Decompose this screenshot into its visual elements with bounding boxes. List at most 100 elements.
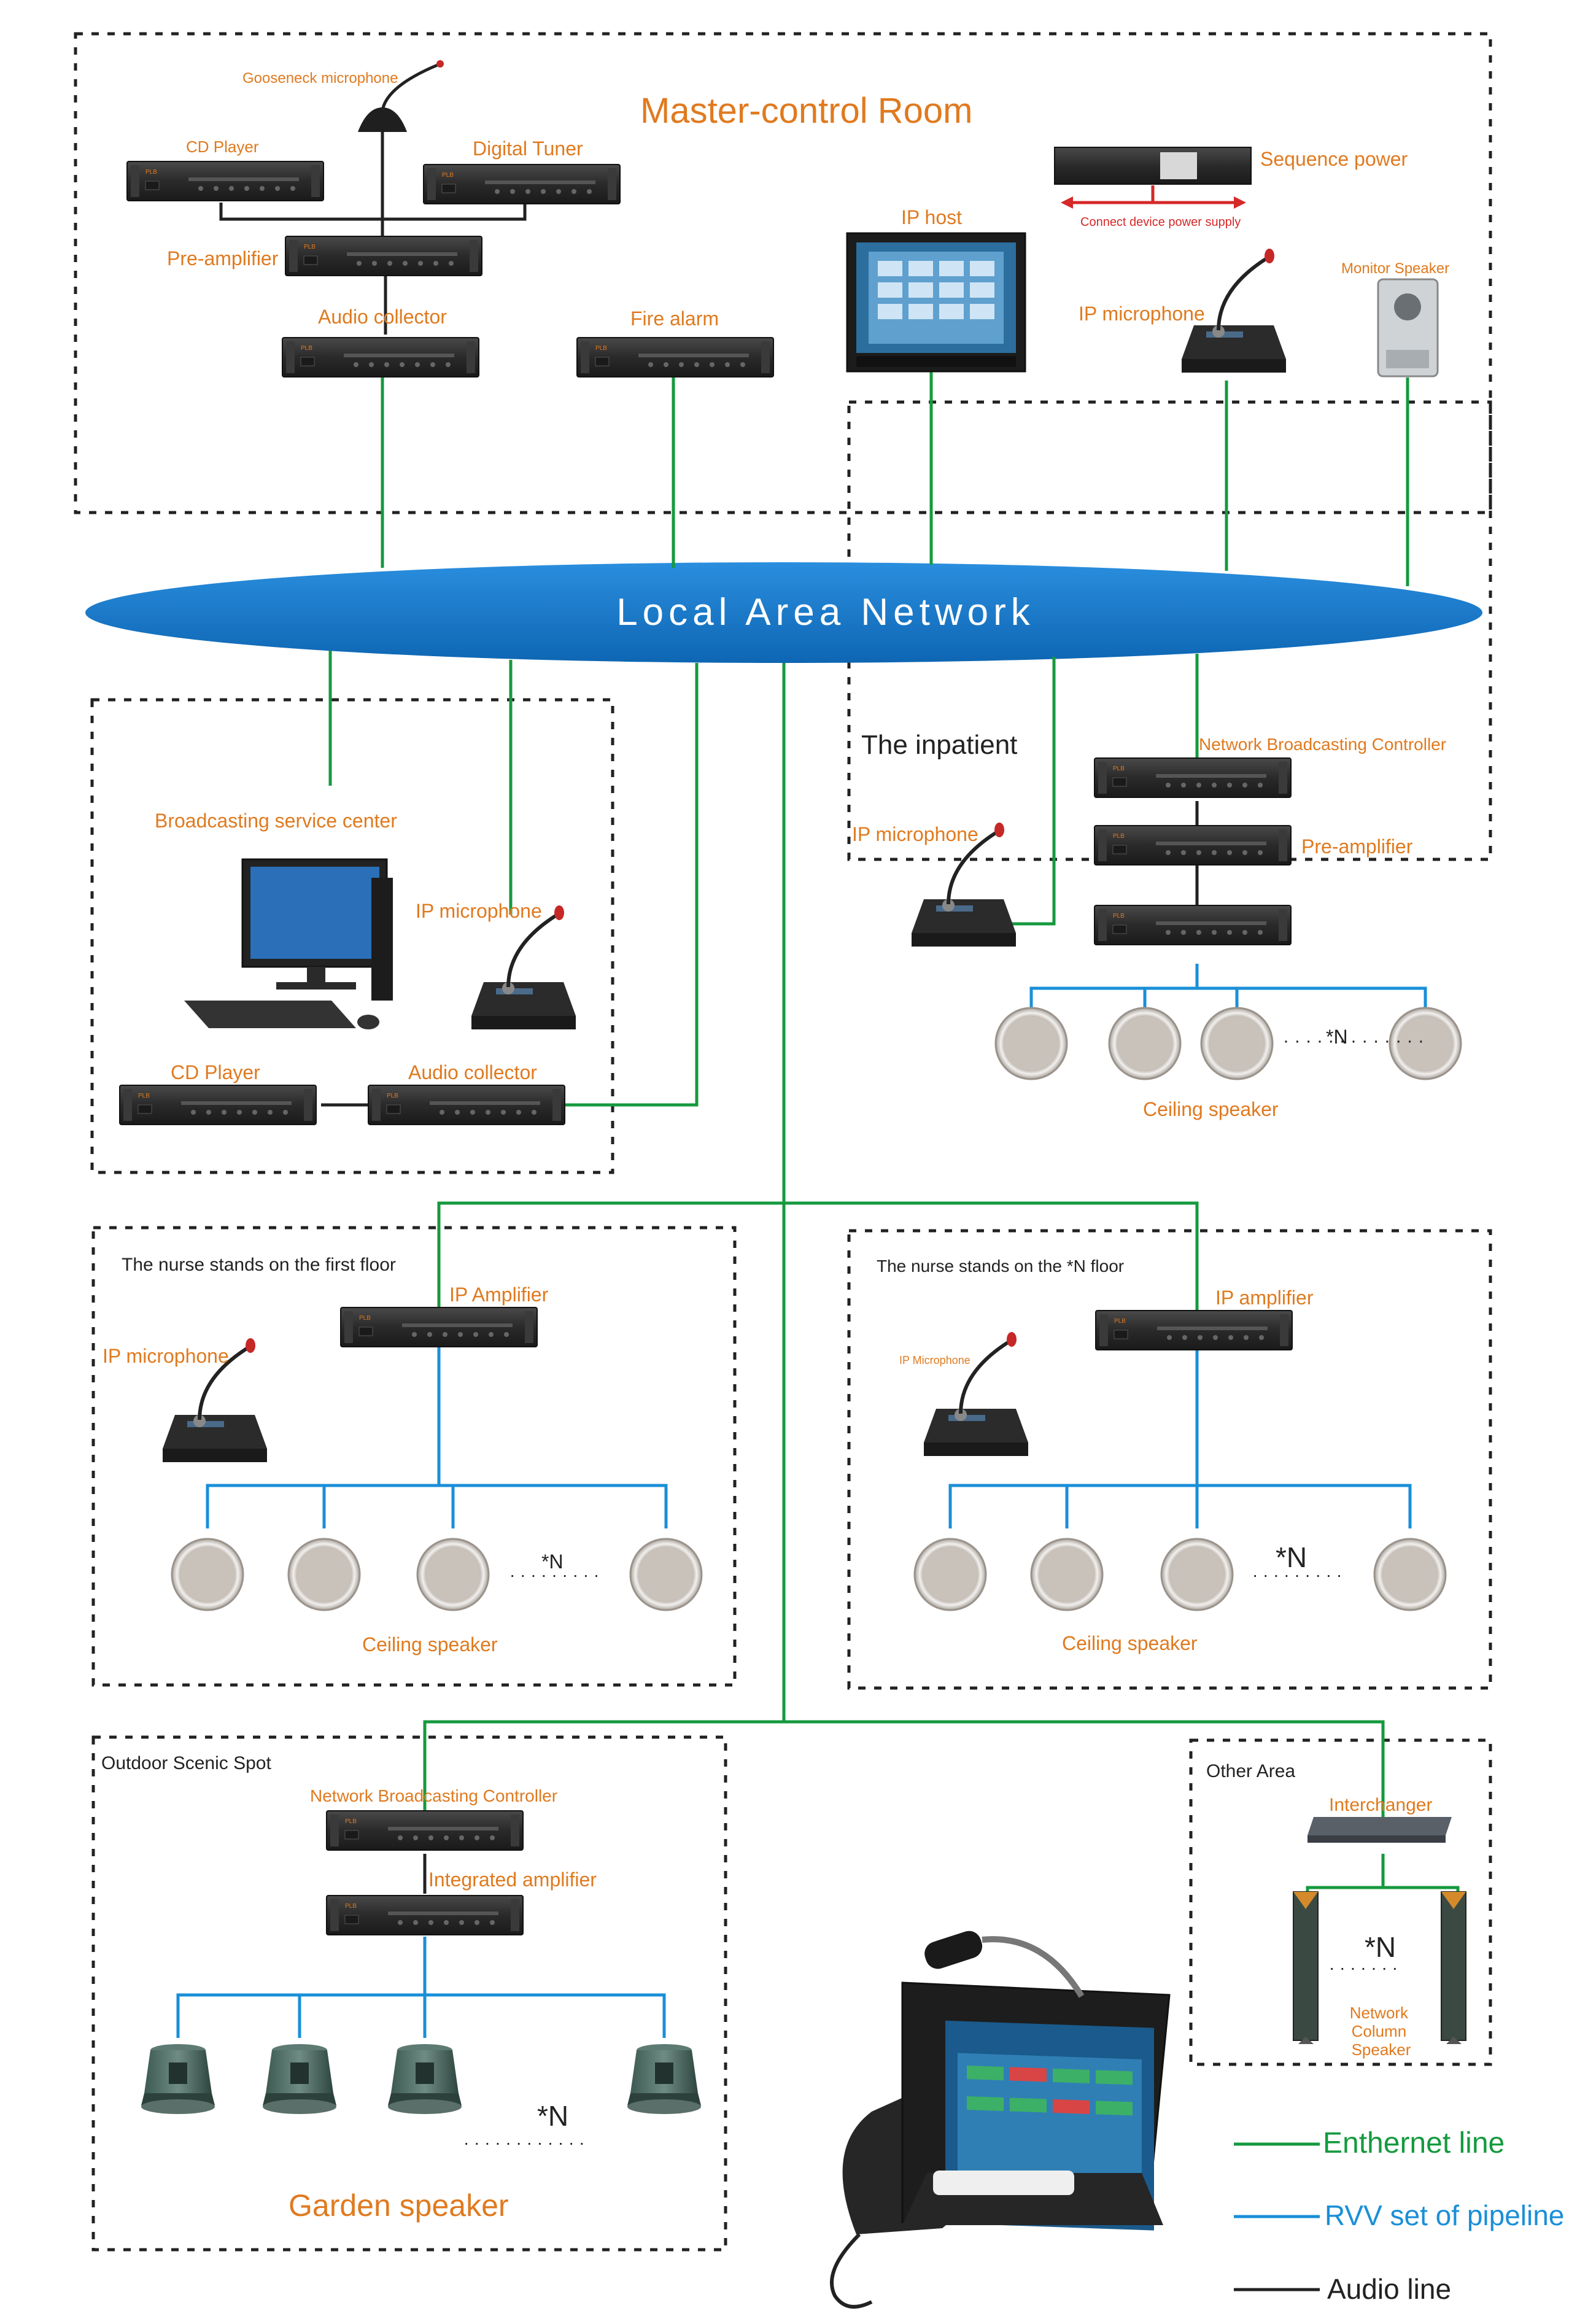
label-interchanger: Interchanger	[1329, 1795, 1432, 1815]
ceiling-speaker	[416, 1538, 490, 1611]
fire-alarm-device	[576, 337, 774, 378]
digital-tuner	[423, 164, 621, 204]
garden-speaker-unit	[388, 2044, 462, 2114]
ceiling-speaker	[1030, 1538, 1104, 1611]
power-amplifier-inpatient	[1094, 905, 1292, 945]
label-ip-mic-inpatient: IP microphone	[852, 823, 978, 845]
lan-label: Local Area Network	[616, 591, 1035, 633]
ceiling-speaker	[629, 1538, 703, 1611]
label-pre-amp-master: Pre-amplifier	[167, 247, 279, 269]
label-audio-collector-master: Audio collector	[318, 306, 447, 328]
zone-title-inpatient: The inpatient	[861, 730, 1017, 760]
label-ceiling-inpatient: Ceiling speaker	[1143, 1098, 1279, 1120]
network-column-speaker	[1293, 1891, 1319, 2044]
label-ceiling-1: Ceiling speaker	[362, 1633, 498, 1656]
zone-outdoor-scenic-spot	[91, 1735, 727, 2252]
zone-other-area	[1189, 1738, 1492, 2066]
label-cd-player-center: CD Player	[171, 1061, 260, 1083]
lan-ellipse	[85, 562, 1482, 663]
zone-title-nurseN: The nurse stands on the *N floor	[877, 1257, 1124, 1276]
ceiling-speaker	[1373, 1538, 1447, 1611]
label-digital-tuner: Digital Tuner	[473, 137, 583, 160]
label-nbc-inpatient: Network Broadcasting Controller	[1199, 735, 1446, 754]
dots: · · · · · · · · ·	[509, 1565, 599, 1584]
ceiling-speaker	[994, 1007, 1068, 1080]
audio-collector-master	[282, 337, 479, 378]
audio-collector-center	[368, 1085, 565, 1125]
multiplier-inpatient: *N	[1326, 1026, 1348, 1048]
dots: · · · · · · · · · · · · ·	[1283, 1031, 1424, 1051]
label-fire-alarm: Fire alarm	[630, 308, 719, 330]
interchanger-switch	[1307, 1817, 1452, 1843]
garden-speaker-unit	[627, 2044, 701, 2114]
garden-speaker-unit	[263, 2044, 336, 2114]
computer-workstation	[184, 858, 393, 1029]
label-gooseneck: Gooseneck microphone	[242, 70, 398, 87]
label-ip-mic-1: IP microphone	[103, 1345, 229, 1367]
label-ip-mic-master: IP microphone	[1079, 303, 1205, 325]
multiplier-other: *N	[1365, 1931, 1396, 1963]
ceiling-speaker	[1160, 1538, 1234, 1611]
ip-microphone-center	[471, 905, 576, 1029]
monitor-speaker-device	[1377, 278, 1439, 378]
legend-ethernet: Enthernet line	[1323, 2127, 1505, 2159]
power-supply-arrow	[1061, 185, 1246, 209]
dots: · · · · · · · · · · · ·	[463, 2133, 584, 2152]
ceiling-speaker	[1108, 1007, 1182, 1080]
ceiling-speaker	[1200, 1007, 1274, 1080]
label-sequence-note: Connect device power supply	[1080, 215, 1241, 229]
zone-broadcasting-center	[90, 698, 614, 1174]
label-nbc-outdoor: Network Broadcasting Controller	[310, 1786, 557, 1805]
label-column-speaker-line2: Column	[1352, 2022, 1407, 2040]
network-column-speaker	[1441, 1891, 1466, 2044]
label-ip-amp-n: IP amplifier	[1215, 1287, 1314, 1309]
integrated-amplifier-device	[326, 1895, 524, 1935]
pre-amplifier-master	[285, 236, 482, 276]
label-column-speaker: Network Column Speaker	[1350, 2004, 1413, 2059]
dots: · · · · · · ·	[1329, 1958, 1398, 1977]
label-sequence-power: Sequence power	[1260, 148, 1408, 170]
label-column-speaker-line1: Network	[1350, 2004, 1409, 2022]
gooseneck-microphone	[358, 60, 444, 132]
label-garden-speaker: Garden speaker	[289, 2188, 509, 2223]
zone-nurse-first-floor	[91, 1226, 737, 1687]
ethernet-lines	[328, 371, 1460, 2146]
label-ip-amp-1: IP Amplifier	[449, 1284, 549, 1306]
multiplier-outdoor: *N	[537, 2100, 568, 2132]
ip-amplifier-first-floor	[340, 1307, 538, 1347]
ceiling-speaker	[171, 1538, 244, 1611]
ip-amplifier-n-floor	[1095, 1310, 1293, 1350]
ip-microphone-n-floor	[924, 1332, 1028, 1456]
rvv-lines	[176, 964, 1427, 2218]
network-broadcasting-controller-outdoor	[326, 1810, 524, 1851]
dots: · · · · · · · · ·	[1252, 1565, 1342, 1584]
ceiling-speaker	[287, 1538, 361, 1611]
garden-speaker-unit	[141, 2044, 215, 2114]
network-broadcasting-controller-inpatient	[1094, 757, 1292, 798]
multiplier-nurse1: *N	[541, 1551, 564, 1573]
label-column-speaker-line3: Speaker	[1352, 2040, 1411, 2059]
legend-audio: Audio line	[1327, 2273, 1451, 2305]
zone-title-nurse1: The nurse stands on the first floor	[122, 1255, 396, 1275]
legend-rvv: RVV set of pipeline	[1325, 2199, 1564, 2231]
label-pre-amp-inpatient: Pre-amplifier	[1301, 835, 1413, 858]
zone-master-control-room	[74, 32, 1492, 514]
cd-player-center	[119, 1085, 317, 1125]
ip-desk-phone	[830, 1931, 1171, 2309]
zone-nurse-n-floor	[847, 1229, 1492, 1690]
label-integrated-amp: Integrated amplifier	[428, 1869, 597, 1891]
label-ceiling-n: Ceiling speaker	[1062, 1632, 1198, 1654]
label-audio-collector-center: Audio collector	[408, 1061, 537, 1083]
label-ip-mic-n: IP Microphone	[899, 1354, 970, 1366]
cd-player-master	[126, 161, 324, 201]
zone-title-master: Master-control Room	[640, 91, 972, 131]
label-cd-player-master: CD Player	[186, 137, 259, 156]
zone-title-other: Other Area	[1206, 1761, 1295, 1781]
audio-lines	[219, 132, 1320, 2291]
sequence-power-device	[1054, 147, 1252, 185]
label-ip-host: IP host	[901, 206, 962, 228]
label-broadcast-center: Broadcasting service center	[155, 810, 397, 832]
pre-amplifier-inpatient	[1094, 825, 1292, 866]
label-monitor-speaker: Monitor Speaker	[1341, 260, 1449, 277]
